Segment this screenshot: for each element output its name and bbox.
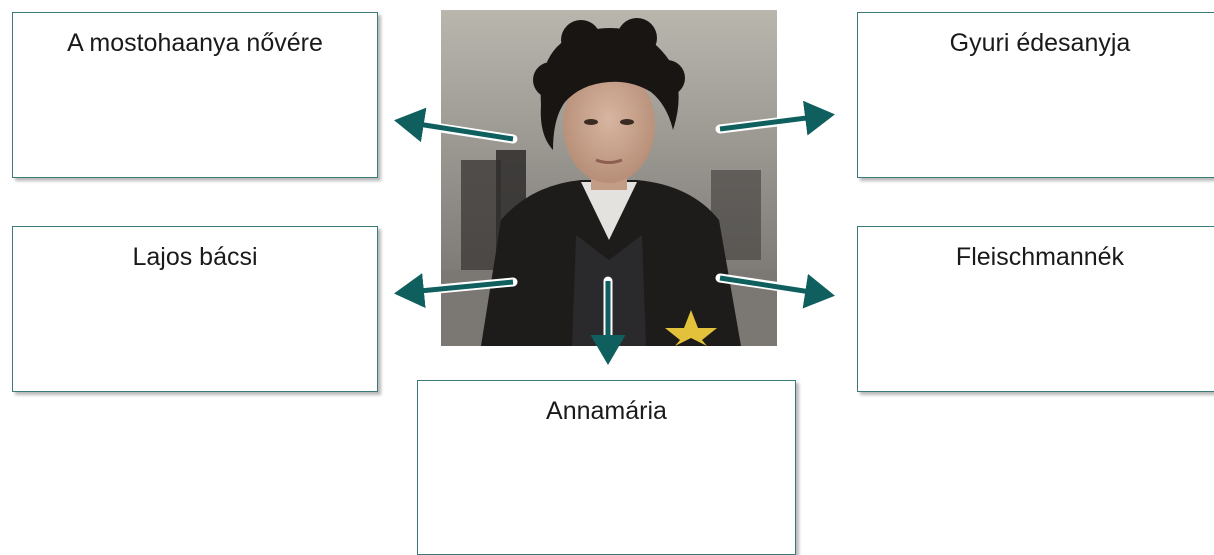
box-label: Lajos bácsi xyxy=(132,243,258,271)
box-middle-right: Fleischmannék xyxy=(857,226,1214,392)
box-middle-left: Lajos bácsi xyxy=(12,226,378,392)
portrait-illustration xyxy=(441,10,777,346)
portrait-photo xyxy=(441,10,777,346)
yellow-star-icon xyxy=(665,310,717,346)
box-label: A mostohaanya nővére xyxy=(67,29,323,57)
box-top-left: A mostohaanya nővére xyxy=(12,12,378,178)
box-label: Fleischmannék xyxy=(955,243,1125,271)
box-label: Annamária xyxy=(546,397,667,425)
box-label: Gyuri édesanyja xyxy=(949,29,1131,57)
box-top-right: Gyuri édesanyja xyxy=(857,12,1214,178)
box-bottom-center: Annamária xyxy=(417,380,796,555)
